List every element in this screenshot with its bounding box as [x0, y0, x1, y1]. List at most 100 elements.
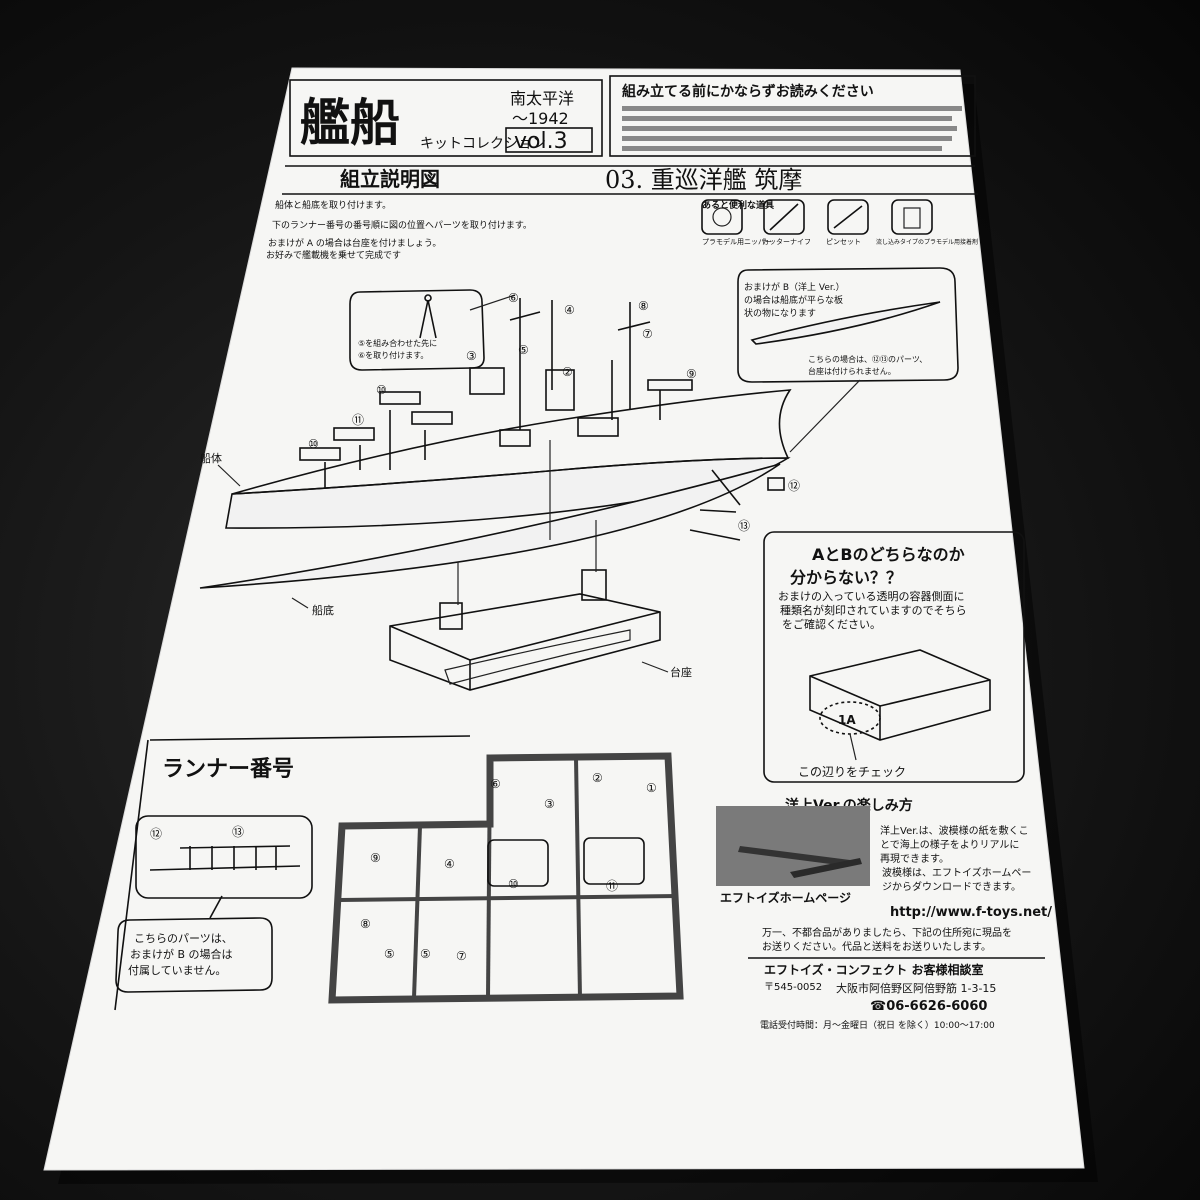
runner-note-2: おまけが B の場合は — [130, 947, 233, 961]
main-runner — [328, 752, 684, 1004]
label-hull: 船体 — [200, 451, 222, 465]
volume-label: vol.3 — [514, 129, 568, 154]
svg-text:⑤: ⑤ — [420, 947, 431, 961]
title: 艦船 — [300, 93, 400, 152]
b-callout-line1: おまけが B（洋上 Ver.） — [744, 281, 845, 293]
svg-text:下のランナー番号の番号順に図の位置へパーツを取り付けます。: 下のランナー番号の番号順に図の位置へパーツを取り付けます。 — [272, 219, 532, 231]
ab-check: この辺りをチェック — [798, 765, 906, 779]
part-marker-3: ③ — [466, 349, 477, 363]
tweezers-icon — [827, 199, 869, 235]
contact-intro-2: お送りください。代品と送料をお送りいたします。 — [762, 940, 991, 953]
instructions-label: 組立説明図 — [340, 167, 440, 191]
runner-numbers: ① ② ③ ④ ⑤ ⑤ ⑥ ⑦ ⑧ ⑨ ⑩ ⑪ — [360, 771, 657, 963]
ab-stamp: 1A — [838, 713, 856, 727]
ab-body-3: をご確認ください。 — [782, 617, 881, 631]
contact-company: エフトイズ・コンフェクト お客様相談室 — [764, 962, 983, 977]
svg-text:⑬: ⑬ — [232, 825, 244, 839]
notice-lines — [622, 106, 962, 151]
step-list: 船体と船底を取り付けます。 下のランナー番号の番号順に図の位置へパーツを取り付け… — [266, 199, 532, 261]
title-frame — [289, 79, 603, 157]
part-marker-5: ⑤ — [518, 343, 529, 357]
svg-text:⑫: ⑫ — [150, 827, 162, 841]
sea-line3: 再現できます。 — [880, 853, 949, 865]
runner-note-1: こちらのパーツは、 — [134, 932, 233, 945]
contact-address: 大阪市阿倍野区阿倍野筋 1-3-15 — [836, 981, 996, 995]
svg-text:お好みで艦載機を乗せて完成です: お好みで艦載機を乗せて完成です — [266, 249, 401, 261]
title-ruby: キットコレクション — [420, 136, 546, 152]
container-sketch — [809, 649, 991, 741]
runner-title: ランナー番号 — [162, 757, 294, 782]
svg-text:船体と船底を取り付けます。: 船体と船底を取り付けます。 — [275, 199, 391, 211]
part-marker-13: ⑬ — [738, 519, 750, 533]
svg-text:⑩: ⑩ — [508, 877, 519, 891]
svg-text:①: ① — [646, 781, 657, 795]
glue-icon — [891, 199, 933, 235]
ab-title-2: 分からない？？ — [790, 568, 902, 587]
homepage-url[interactable]: http://www.f-toys.net/ — [890, 905, 1052, 920]
ab-box — [763, 531, 1025, 783]
nipper-icon — [701, 199, 743, 235]
b-callout-line4: こちらの場合は、⑫⑬のパーツ、 — [808, 354, 927, 364]
tool-icons — [701, 199, 933, 235]
part-marker-11a: ⑪ — [352, 413, 364, 427]
svg-text:⑦: ⑦ — [456, 949, 467, 963]
part-marker-10a: ⑩ — [376, 383, 387, 397]
ab-title-1: AとBのどちらなのか — [812, 545, 965, 564]
region: 南太平洋 — [510, 89, 574, 108]
part-marker-8: ⑧ — [638, 299, 649, 313]
tool-label-glue: 流し込みタイプのプラモデル用接着剤 — [876, 238, 978, 246]
model-name: 03. 重巡洋艦 筑摩 — [605, 166, 802, 194]
cutter-icon — [763, 199, 805, 235]
contact-intro-1: 万一、不都合品がありましたら、下記の住所宛に現品を — [762, 926, 1012, 939]
year: 〜1942 — [512, 109, 569, 128]
sea-line2: とで海上の様子をよりリアルに — [880, 838, 1019, 851]
svg-text:⑪: ⑪ — [606, 879, 618, 893]
svg-text:おまけが A の場合は台座を付けましょう。: おまけが A の場合は台座を付けましょう。 — [268, 237, 441, 249]
runner-note-box — [115, 917, 273, 993]
sea-line1: 洋上Ver.は、波模様の紙を敷くこ — [880, 824, 1029, 837]
notice-box — [609, 75, 976, 157]
part-marker-6: ⑥ — [508, 291, 519, 305]
mast-callout-line1: ⑤を組み合わせた先に — [358, 338, 437, 348]
b-callout-line5: 台座は付けられません。 — [808, 366, 896, 376]
svg-text:④: ④ — [444, 857, 455, 871]
b-callout-line3: 状の物になります — [744, 307, 816, 319]
svg-text:③: ③ — [544, 797, 555, 811]
runner-note-3: 付属していません。 — [128, 964, 226, 977]
label-base: 台座 — [670, 665, 692, 679]
ab-body-2: 種類名が刻印されていますのでそちら — [780, 603, 967, 617]
ship-deck — [231, 389, 792, 495]
svg-text:⑥: ⑥ — [490, 777, 501, 791]
b-version-callout — [737, 267, 959, 383]
notice-heading: 組み立てる前にかならずお読みください — [622, 83, 874, 100]
part-marker-4: ④ — [564, 303, 575, 317]
homepage-label: エフトイズホームページ — [720, 890, 851, 905]
ab-body-1: おまけの入っている透明の容器側面に — [778, 589, 964, 603]
mast-sketch — [419, 294, 437, 339]
svg-text:⑧: ⑧ — [360, 917, 371, 931]
mast-callout-line2: ⑥を取り付けます。 — [358, 350, 428, 360]
tool-label-nipper: プラモデル用ニッパー — [702, 237, 772, 246]
part-marker-10b: ⑩ — [308, 437, 319, 451]
contact-postal: 〒545-0052 — [764, 982, 822, 993]
b-callout-line2: の場合は船底が平らな板 — [744, 294, 843, 306]
runner-12-13 — [135, 815, 313, 899]
sea-line5: ジからダウンロードできます。 — [882, 880, 1021, 893]
ship-bottom — [199, 463, 781, 589]
svg-text:②: ② — [592, 771, 603, 785]
paper — [43, 67, 1085, 1171]
runner-12-13-parts — [149, 845, 301, 871]
tool-label-cutter: カッターナイフ — [762, 237, 811, 246]
part-marker-7: ⑦ — [642, 327, 653, 341]
part-marker-9: ⑨ — [686, 367, 697, 381]
part-marker-2: ② — [562, 365, 573, 379]
svg-text:⑤: ⑤ — [384, 947, 395, 961]
label-bottom: 船底 — [312, 603, 334, 617]
svg-text:⑨: ⑨ — [370, 851, 381, 865]
display-base — [389, 569, 661, 691]
tool-label-tweezers: ピンセット — [826, 238, 861, 246]
part-marker-12: ⑫ — [788, 479, 800, 493]
contact-phone: ☎06-6626-6060 — [870, 999, 987, 1014]
sea-line4: 波模様は、エフトイズホームペー — [882, 866, 1031, 879]
